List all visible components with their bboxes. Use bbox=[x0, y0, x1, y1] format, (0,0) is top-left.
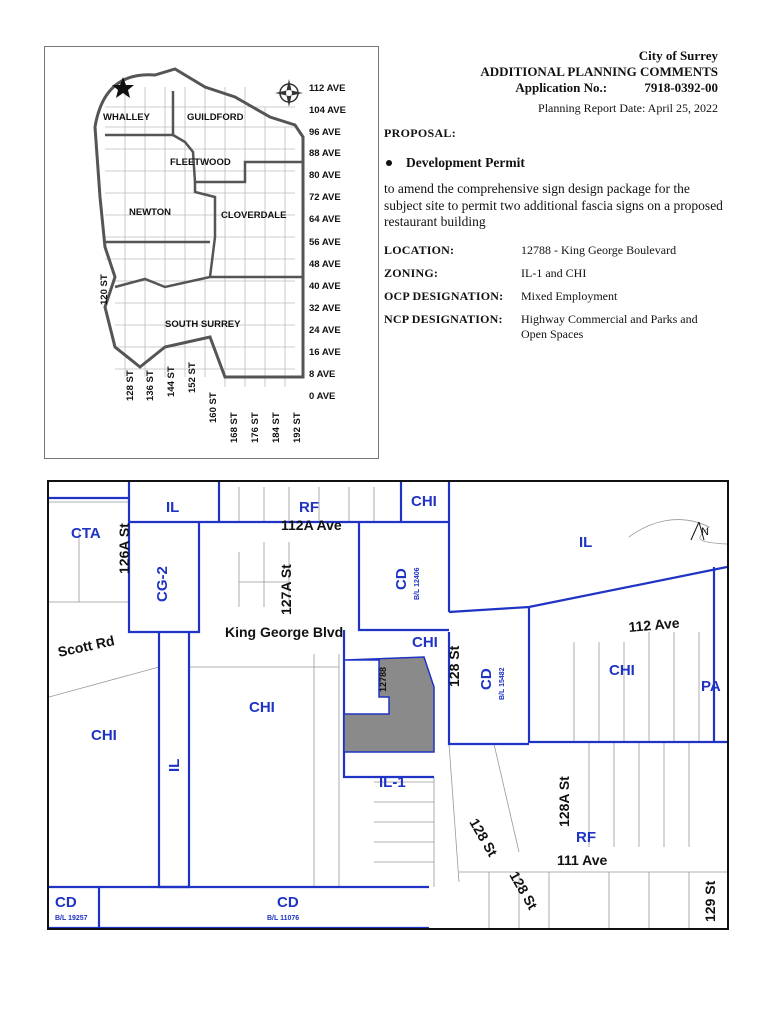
street-label: 128A St bbox=[556, 776, 572, 827]
street-label: 111 Ave bbox=[557, 852, 608, 868]
area-fleetwood: FLEETWOOD bbox=[170, 157, 231, 168]
st-label: 152 ST bbox=[187, 362, 198, 393]
zone-label: CD bbox=[277, 894, 299, 911]
app-number: 7918-0392-00 bbox=[644, 80, 718, 95]
zone-label: IL bbox=[166, 499, 179, 516]
zone-label: CD bbox=[478, 668, 495, 690]
north-label: N bbox=[701, 526, 709, 538]
st-label: 136 ST bbox=[145, 370, 156, 401]
zone-label: IL-1 bbox=[379, 774, 406, 791]
ave-label: 56 AVE bbox=[309, 237, 341, 248]
detail-value: 12788 - King George Boulevard bbox=[521, 242, 677, 257]
st-label: 184 ST bbox=[271, 412, 282, 443]
zone-label: CHI bbox=[249, 699, 275, 716]
detail-row: OCP DESIGNATION: Mixed Employment bbox=[384, 289, 724, 304]
document-header: City of Surrey ADDITIONAL PLANNING COMME… bbox=[480, 48, 718, 116]
detail-label: ZONING: bbox=[384, 265, 439, 280]
subject-site bbox=[343, 656, 435, 753]
ave-label: 64 AVE bbox=[309, 214, 341, 225]
city-name: City of Surrey bbox=[638, 48, 718, 63]
zone-label: CD bbox=[393, 568, 410, 590]
bullet-icon bbox=[386, 160, 392, 166]
site-map: 12788 N IL RF CHI CTA IL CG-2 CD B/L 124… bbox=[47, 480, 729, 930]
ave-label: 32 AVE bbox=[309, 303, 341, 314]
ave-label: 104 AVE bbox=[309, 105, 346, 116]
bullet-text: Development Permit bbox=[406, 155, 525, 170]
street-label: 127A St bbox=[278, 564, 294, 615]
ave-label: 40 AVE bbox=[309, 281, 341, 292]
st-label: 160 ST bbox=[208, 392, 219, 423]
ave-label: 16 AVE bbox=[309, 347, 341, 358]
zone-label: CHI bbox=[411, 493, 437, 510]
application-number: Application No.: 7918-0392-00 bbox=[480, 80, 718, 96]
street-label: 126A St bbox=[116, 523, 132, 574]
zone-bylaw: B/L 11076 bbox=[267, 915, 299, 922]
ave-label: 88 AVE bbox=[309, 148, 341, 159]
st-label: 128 ST bbox=[125, 370, 136, 401]
detail-row: NCP DESIGNATION: Highway Commercial and … bbox=[384, 312, 724, 342]
report-date: Planning Report Date: April 25, 2022 bbox=[538, 101, 718, 115]
ave-label: 72 AVE bbox=[309, 192, 341, 203]
ave-label: 24 AVE bbox=[309, 325, 341, 336]
ave-label: 48 AVE bbox=[309, 259, 341, 270]
st-label: 120 ST bbox=[99, 274, 110, 305]
ave-label: 96 AVE bbox=[309, 127, 341, 138]
proposal-description: to amend the comprehensive sign design p… bbox=[384, 181, 723, 229]
zone-label: IL bbox=[166, 759, 183, 772]
street-label: 128 St bbox=[466, 816, 501, 860]
zone-label: CG-2 bbox=[154, 566, 171, 602]
street-label: 128 St bbox=[506, 869, 541, 913]
zone-bylaw: B/L 15482 bbox=[499, 667, 506, 700]
ave-label: 8 AVE bbox=[309, 369, 335, 380]
detail-label: OCP DESIGNATION: bbox=[384, 288, 504, 303]
st-label: 176 ST bbox=[250, 412, 261, 443]
zone-label: PA bbox=[701, 678, 721, 695]
zone-label: CHI bbox=[91, 727, 117, 744]
zone-label: RF bbox=[299, 499, 319, 516]
proposal-section: PROPOSAL: Development Permit to amend th… bbox=[384, 126, 724, 342]
area-guildford: GUILDFORD bbox=[187, 112, 244, 123]
detail-row: LOCATION: 12788 - King George Boulevard bbox=[384, 243, 724, 258]
doc-title: ADDITIONAL PLANNING COMMENTS bbox=[480, 64, 718, 79]
detail-value: Mixed Employment bbox=[521, 288, 618, 303]
area-newton: NEWTON bbox=[129, 207, 171, 218]
street-label: 128 St bbox=[446, 645, 462, 687]
detail-label: LOCATION: bbox=[384, 242, 455, 257]
street-label: 112A Ave bbox=[281, 517, 342, 533]
zone-label: IL bbox=[579, 534, 592, 551]
street-label: King George Blvd bbox=[225, 624, 343, 640]
st-label: 168 ST bbox=[229, 412, 240, 443]
ave-label: 0 AVE bbox=[309, 391, 335, 402]
zone-label: CHI bbox=[412, 634, 438, 651]
zone-label: CHI bbox=[609, 662, 635, 679]
street-label: Scott Rd bbox=[56, 632, 116, 660]
proposal-bullet: Development Permit bbox=[384, 155, 724, 171]
zone-bylaw: B/L 19257 bbox=[55, 915, 88, 922]
zone-bylaw: B/L 12406 bbox=[414, 567, 421, 600]
zone-label: CTA bbox=[71, 525, 101, 542]
site-number: 12788 bbox=[378, 667, 388, 692]
area-cloverdale: CLOVERDALE bbox=[221, 210, 286, 221]
detail-value: IL-1 and CHI bbox=[521, 265, 587, 280]
area-south-surrey: SOUTH SURREY bbox=[165, 319, 241, 330]
detail-label: NCP DESIGNATION: bbox=[384, 311, 503, 326]
key-map: WHALLEY GUILDFORD FLEETWOOD NEWTON CLOVE… bbox=[44, 46, 379, 459]
proposal-label: PROPOSAL: bbox=[384, 126, 457, 140]
ave-label: 112 AVE bbox=[309, 83, 345, 94]
north-arrow-icon bbox=[690, 521, 705, 541]
detail-value: Highway Commercial and Parks and Open Sp… bbox=[521, 311, 698, 341]
street-label: 129 St bbox=[702, 880, 718, 922]
st-label: 144 ST bbox=[166, 366, 177, 397]
ave-label: 80 AVE bbox=[309, 170, 341, 181]
st-label: 192 ST bbox=[292, 412, 303, 443]
zone-label: RF bbox=[576, 829, 596, 846]
zone-label: CD bbox=[55, 894, 77, 911]
app-label: Application No.: bbox=[515, 80, 608, 95]
area-whalley: WHALLEY bbox=[103, 112, 151, 123]
street-label: 112 Ave bbox=[628, 615, 681, 635]
detail-row: ZONING: IL-1 and CHI bbox=[384, 266, 724, 281]
